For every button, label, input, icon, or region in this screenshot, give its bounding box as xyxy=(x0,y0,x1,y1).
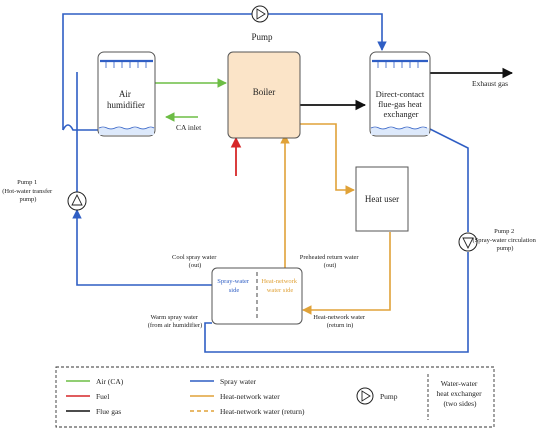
legend-hx-label: Water-water heat exchanger (two sides) xyxy=(436,379,483,408)
pump-top-icon xyxy=(251,5,269,23)
air-humidifier-line2: humidifier xyxy=(107,100,145,110)
air-humidifier-line1: Air xyxy=(119,89,131,99)
legend-item-heat-return: Heat-network water (return) xyxy=(190,407,305,416)
spray-pipe-top xyxy=(62,13,252,192)
legend-item-spray: Spray water xyxy=(190,377,257,386)
pump-1-icon xyxy=(67,191,87,211)
boiler-label: Boiler xyxy=(253,87,276,97)
heat-pipe-supply xyxy=(287,123,355,195)
spray-pipe-pump1 xyxy=(72,209,212,286)
warm-spray-label: Warm spray water (from air humidifier) xyxy=(148,314,203,329)
heat-network-return-in-label: Heat-network water (return in) xyxy=(313,314,366,329)
svg-text:Fuel: Fuel xyxy=(96,392,109,401)
cool-spray-label: Cool spray water (out) xyxy=(172,254,218,269)
spray-pipe-hop xyxy=(62,124,98,131)
legend-pump-label: Pump xyxy=(380,392,398,401)
svg-text:Heat-network water: Heat-network water xyxy=(220,392,280,401)
legend-item-flue: Flue gas xyxy=(66,407,121,416)
legend: Air (CA) Fuel Flue gas Spray water Heat-… xyxy=(55,366,495,428)
hx-spray-side-label: Spray-water side xyxy=(217,278,250,294)
air-humidifier-label: Air humidifier xyxy=(107,89,145,110)
air-humidifier: Air humidifier xyxy=(97,51,156,137)
legend-pump-icon xyxy=(356,387,374,405)
boiler: Boiler xyxy=(227,51,301,139)
flue-gas-heat-exchanger: Direct-contact flue-gas heat exchanger xyxy=(369,51,431,137)
heat-pipe-return xyxy=(302,232,391,315)
svg-text:Spray water: Spray water xyxy=(220,377,257,386)
spray-pipe-top-right xyxy=(268,13,387,51)
legend-item-air: Air (CA) xyxy=(66,377,124,386)
pump-1-label: Pump 1 (Hot-water transfer pump) xyxy=(2,179,54,203)
heat-user-label: Heat user xyxy=(365,194,399,204)
pump-2-label: Pump 2 (Spray-water circulation pump) xyxy=(473,228,538,252)
preheated-return-label: Preheated return water (out) xyxy=(300,254,360,269)
svg-text:Flue gas: Flue gas xyxy=(96,407,121,416)
heat-user: Heat user xyxy=(355,166,409,232)
legend-item-heat: Heat-network water xyxy=(190,392,280,401)
legend-item-fuel: Fuel xyxy=(66,392,109,401)
svg-text:Heat-network water (return): Heat-network water (return) xyxy=(220,407,305,416)
ca-inlet-label: CA inlet xyxy=(176,123,202,132)
water-water-heat-exchanger: Spray-water side Heat-network water side xyxy=(211,267,303,325)
pump-2-icon xyxy=(458,232,478,252)
spray-pipe-pump2-out xyxy=(204,252,469,353)
flue-gas-hx-label: Direct-contact flue-gas heat exchanger xyxy=(376,89,427,119)
exhaust-gas-label: Exhaust gas xyxy=(472,79,508,88)
svg-text:Air (CA): Air (CA) xyxy=(96,377,124,386)
hx-heat-side-label: Heat-network water side xyxy=(261,278,298,294)
spray-pipe-right xyxy=(421,124,469,232)
pump-top-label: Pump xyxy=(251,32,273,42)
